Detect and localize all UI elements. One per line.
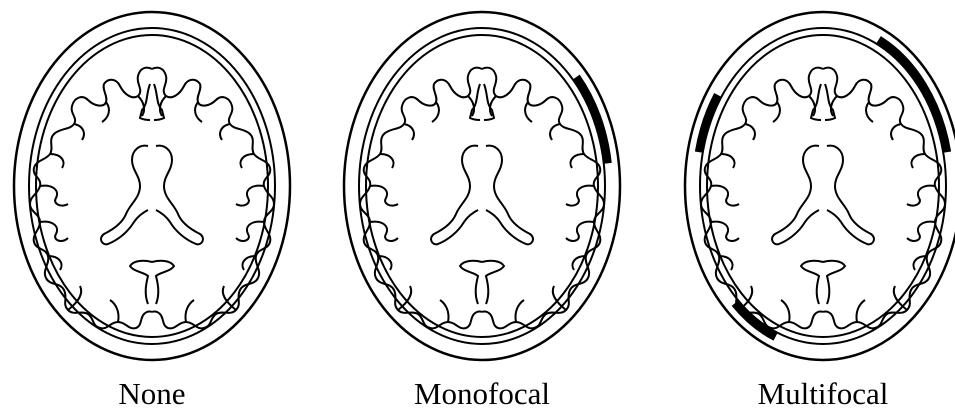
brain-panel-2 bbox=[344, 12, 620, 360]
panel-label-2: Monofocal bbox=[414, 376, 550, 411]
brain-panel-1 bbox=[14, 12, 290, 360]
brain-panel-3 bbox=[685, 12, 955, 360]
panel-label-1: None bbox=[118, 376, 185, 411]
skull-outer bbox=[685, 12, 955, 360]
panel-label-3: Multifocal bbox=[758, 376, 889, 411]
skull-outer bbox=[14, 12, 290, 360]
skull-outer bbox=[344, 12, 620, 360]
